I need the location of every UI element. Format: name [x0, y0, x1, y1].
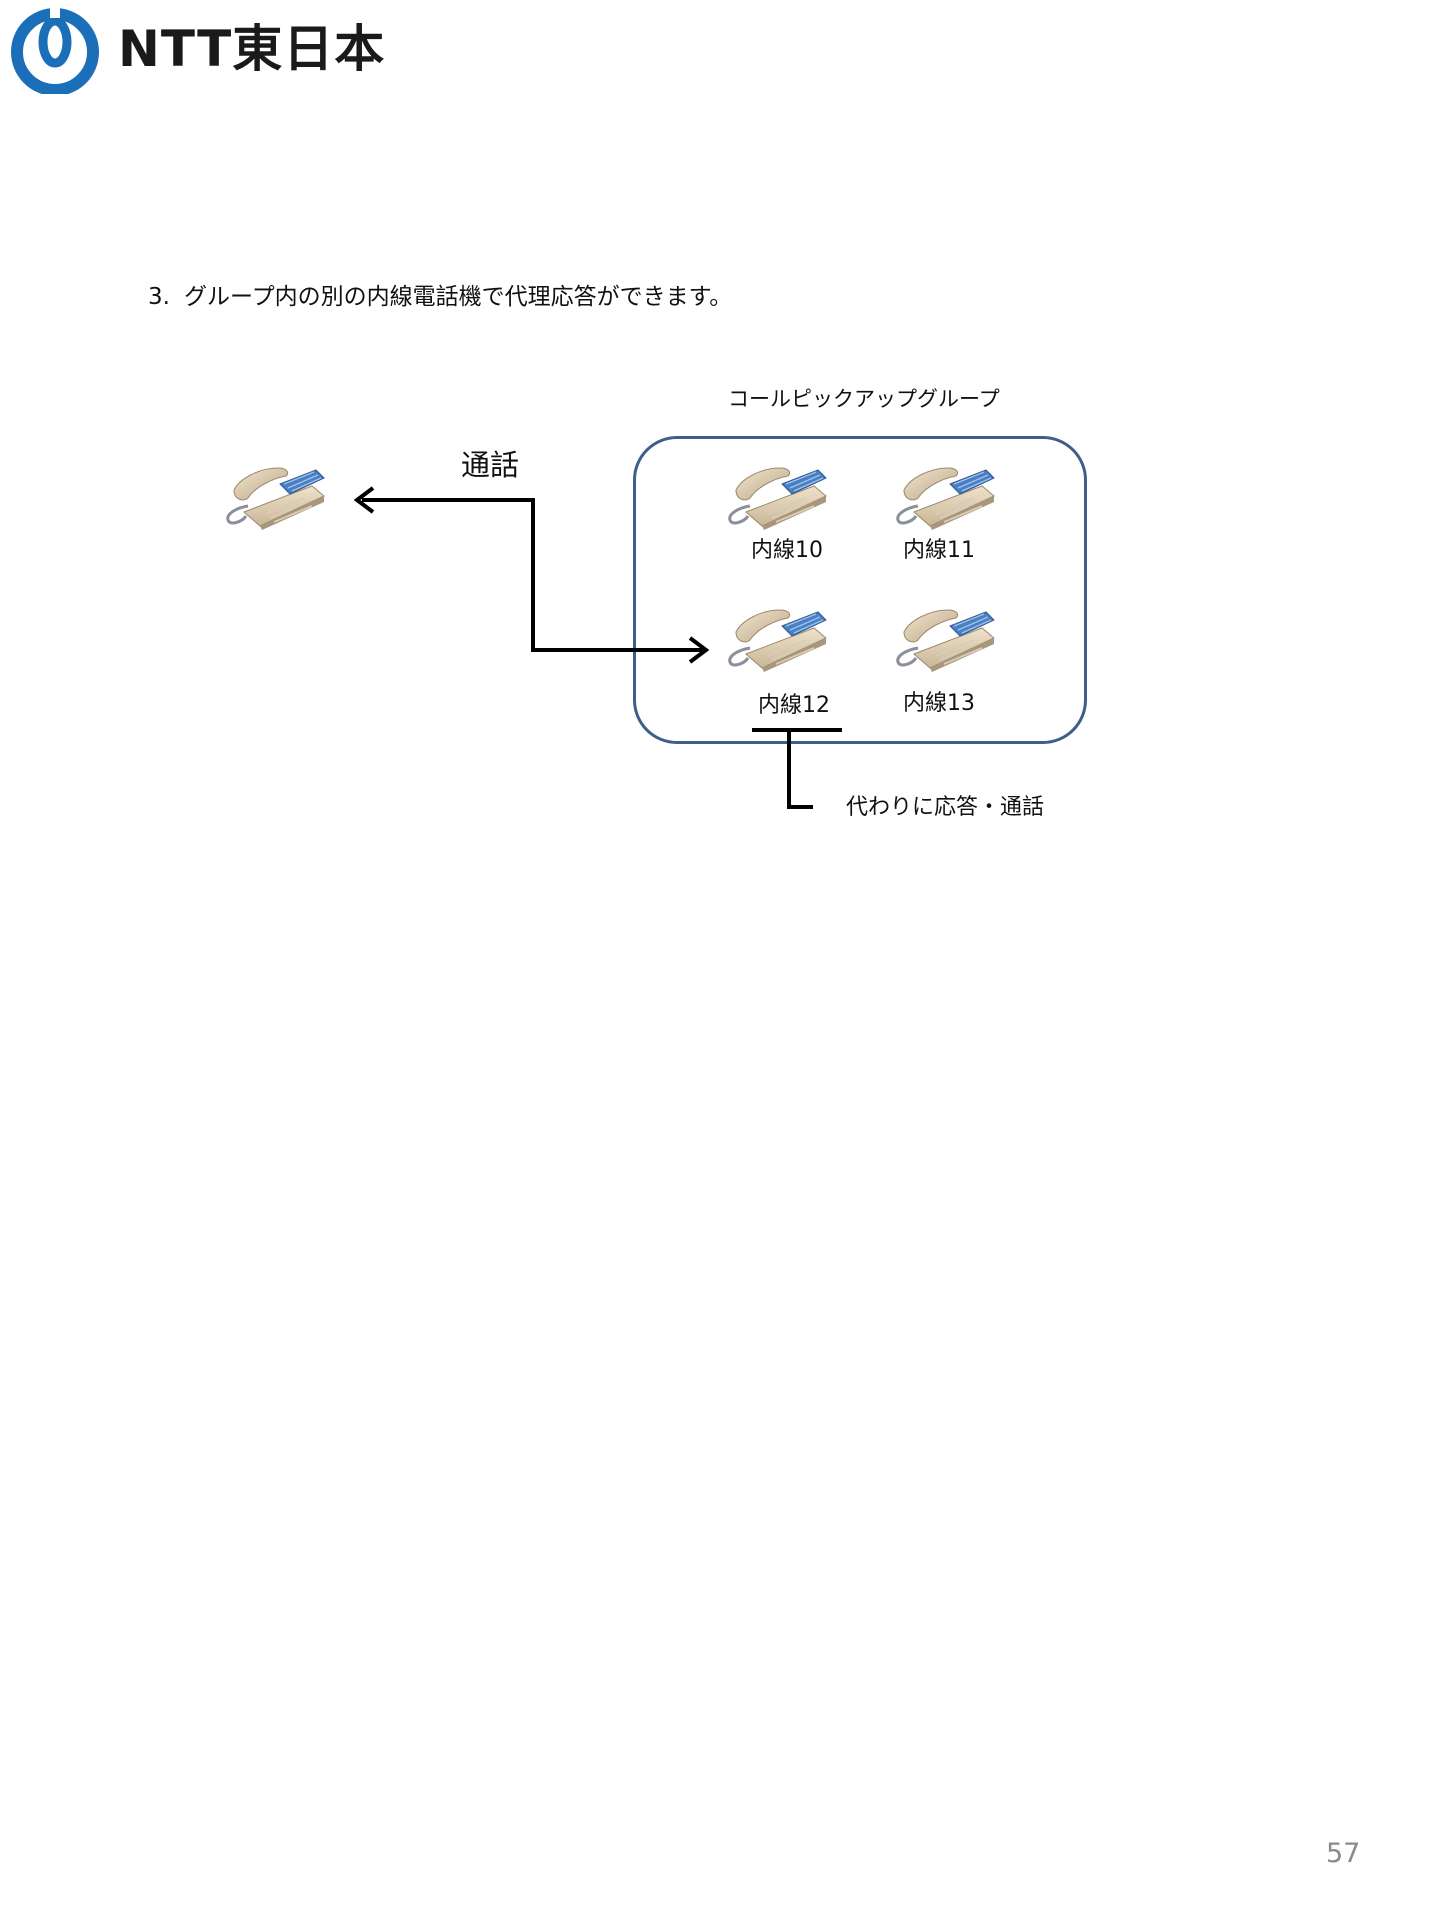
- extension-label: 内線11: [903, 538, 975, 563]
- extension-label: 内線12: [758, 693, 830, 718]
- logo-wordmark: NTT東日本: [118, 20, 386, 78]
- ntt-east-logo: NTT東日本: [10, 6, 410, 96]
- answer-leader-line: [787, 730, 813, 809]
- instruction-number: 3.: [148, 284, 170, 310]
- page-number: 57: [1326, 1838, 1361, 1869]
- instruction-body: グループ内の別の内線電話機で代理応答ができます。: [183, 284, 733, 310]
- telephone-icon: [728, 466, 828, 530]
- telephone-icon: [728, 608, 828, 672]
- telephone-icon: [226, 466, 326, 530]
- telephone-icon: [896, 466, 996, 530]
- extension-label: 内線13: [903, 691, 975, 716]
- telephone-icon: [896, 608, 996, 672]
- arrowhead-right: [688, 636, 710, 664]
- extension-label: 内線10: [751, 538, 823, 563]
- group-title: コールピックアップグループ: [728, 387, 1000, 411]
- call-pickup-group-box: [633, 436, 1087, 744]
- call-arrow-line: [362, 498, 704, 652]
- instruction-text: 3. グループ内の別の内線電話機で代理応答ができます。: [148, 280, 732, 314]
- logo-mark-icon: [11, 8, 99, 96]
- call-label: 通話: [461, 448, 520, 482]
- arrowhead-left: [353, 486, 375, 514]
- answer-label: 代わりに応答・通話: [846, 795, 1045, 820]
